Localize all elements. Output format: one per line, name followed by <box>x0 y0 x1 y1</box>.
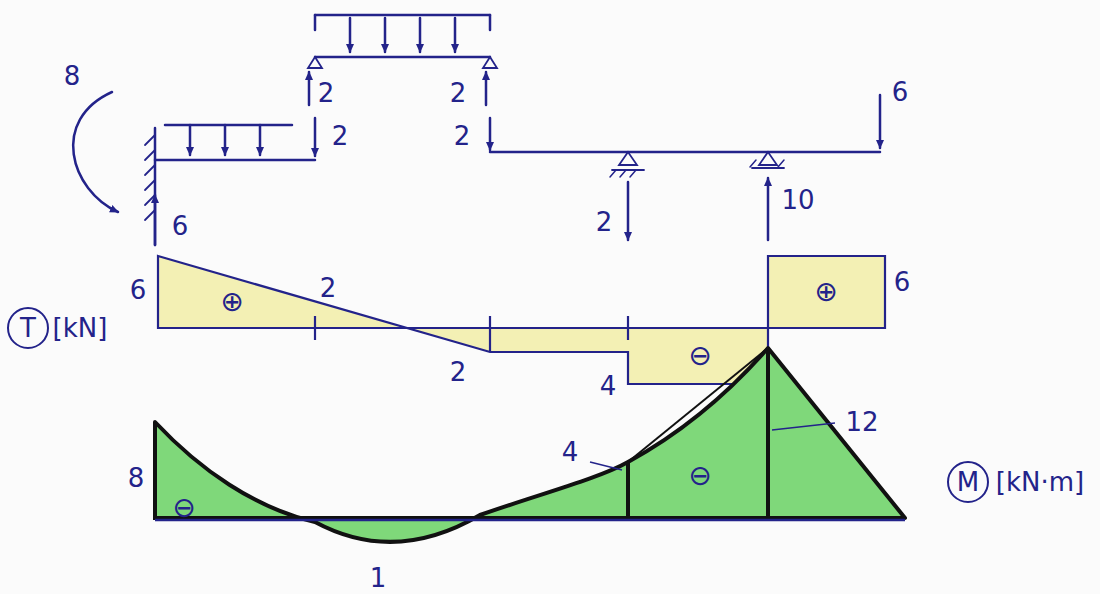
reaction-value: 2 <box>596 209 613 235</box>
moment-value: 1 <box>370 565 387 591</box>
sign-symbol: ⊖ <box>172 494 195 522</box>
shear-value: 6 <box>130 277 147 303</box>
moment-value: 8 <box>128 465 145 491</box>
reaction-value: 6 <box>172 213 189 239</box>
sign-symbol: ⊕ <box>814 278 837 306</box>
shear-value: 6 <box>894 269 911 295</box>
shear-value: 4 <box>600 373 617 399</box>
unit-label: [kN] <box>53 315 108 341</box>
force-value: 2 <box>450 80 467 106</box>
force-value: 2 <box>318 80 335 106</box>
sign-symbol: ⊕ <box>220 288 243 316</box>
diagram-symbol: T <box>20 315 36 341</box>
diagram-symbol: M <box>957 469 979 495</box>
reaction-value: 10 <box>781 187 814 213</box>
sign-symbol: ⊖ <box>688 342 711 370</box>
moment-value: 8 <box>64 63 81 89</box>
shear-value: 2 <box>450 359 467 385</box>
moment-value: 12 <box>845 409 878 435</box>
unit-label: [kN·m] <box>996 469 1084 495</box>
force-value: 2 <box>454 123 471 149</box>
moment-value: 4 <box>562 439 579 465</box>
shear-value: 2 <box>320 275 337 301</box>
diagram-symbol-circle: M <box>947 461 989 503</box>
force-value: 2 <box>332 123 349 149</box>
sign-symbol: ⊖ <box>688 462 711 490</box>
diagram-symbol-circle: T <box>7 307 49 349</box>
load-value: 6 <box>892 79 909 105</box>
